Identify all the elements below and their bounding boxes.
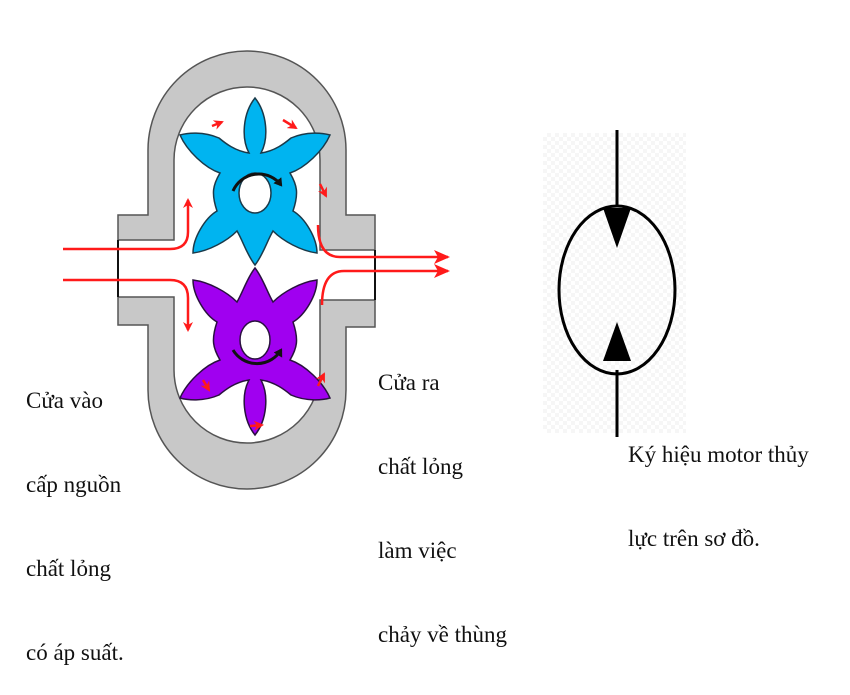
- hydraulic-motor-symbol: [557, 130, 677, 437]
- inlet-label-line: cấp nguồn: [26, 472, 122, 497]
- inlet-label-line: có áp suất.: [26, 640, 124, 665]
- symbol-label-line: lực trên sơ đồ.: [628, 526, 760, 551]
- symbol-background: [543, 133, 686, 433]
- inlet-label: Cửa vào cấp nguồn chất lỏng có áp suất.: [26, 331, 124, 695]
- gear-motor-diagram: [63, 50, 677, 490]
- driven-gear: [178, 266, 332, 437]
- outlet-label: Cửa ra chất lỏng làm việc chảy về thùng: [378, 313, 507, 677]
- inlet-label-line: chất lỏng: [26, 556, 111, 581]
- driving-gear: [178, 96, 332, 267]
- outlet-label-line: chảy về thùng: [378, 622, 508, 647]
- outlet-label-line: Cửa ra: [378, 370, 440, 395]
- symbol-label: Ký hiệu motor thủy lực trên sơ đồ.: [628, 385, 809, 581]
- outlet-label-line: làm việc: [378, 538, 457, 563]
- gear-motor-housing: [117, 50, 376, 490]
- symbol-label-line: Ký hiệu motor thủy: [628, 442, 809, 467]
- inlet-label-line: Cửa vào: [26, 388, 103, 413]
- outlet-label-line: chất lỏng: [378, 454, 463, 479]
- flow-arrows: [63, 118, 450, 431]
